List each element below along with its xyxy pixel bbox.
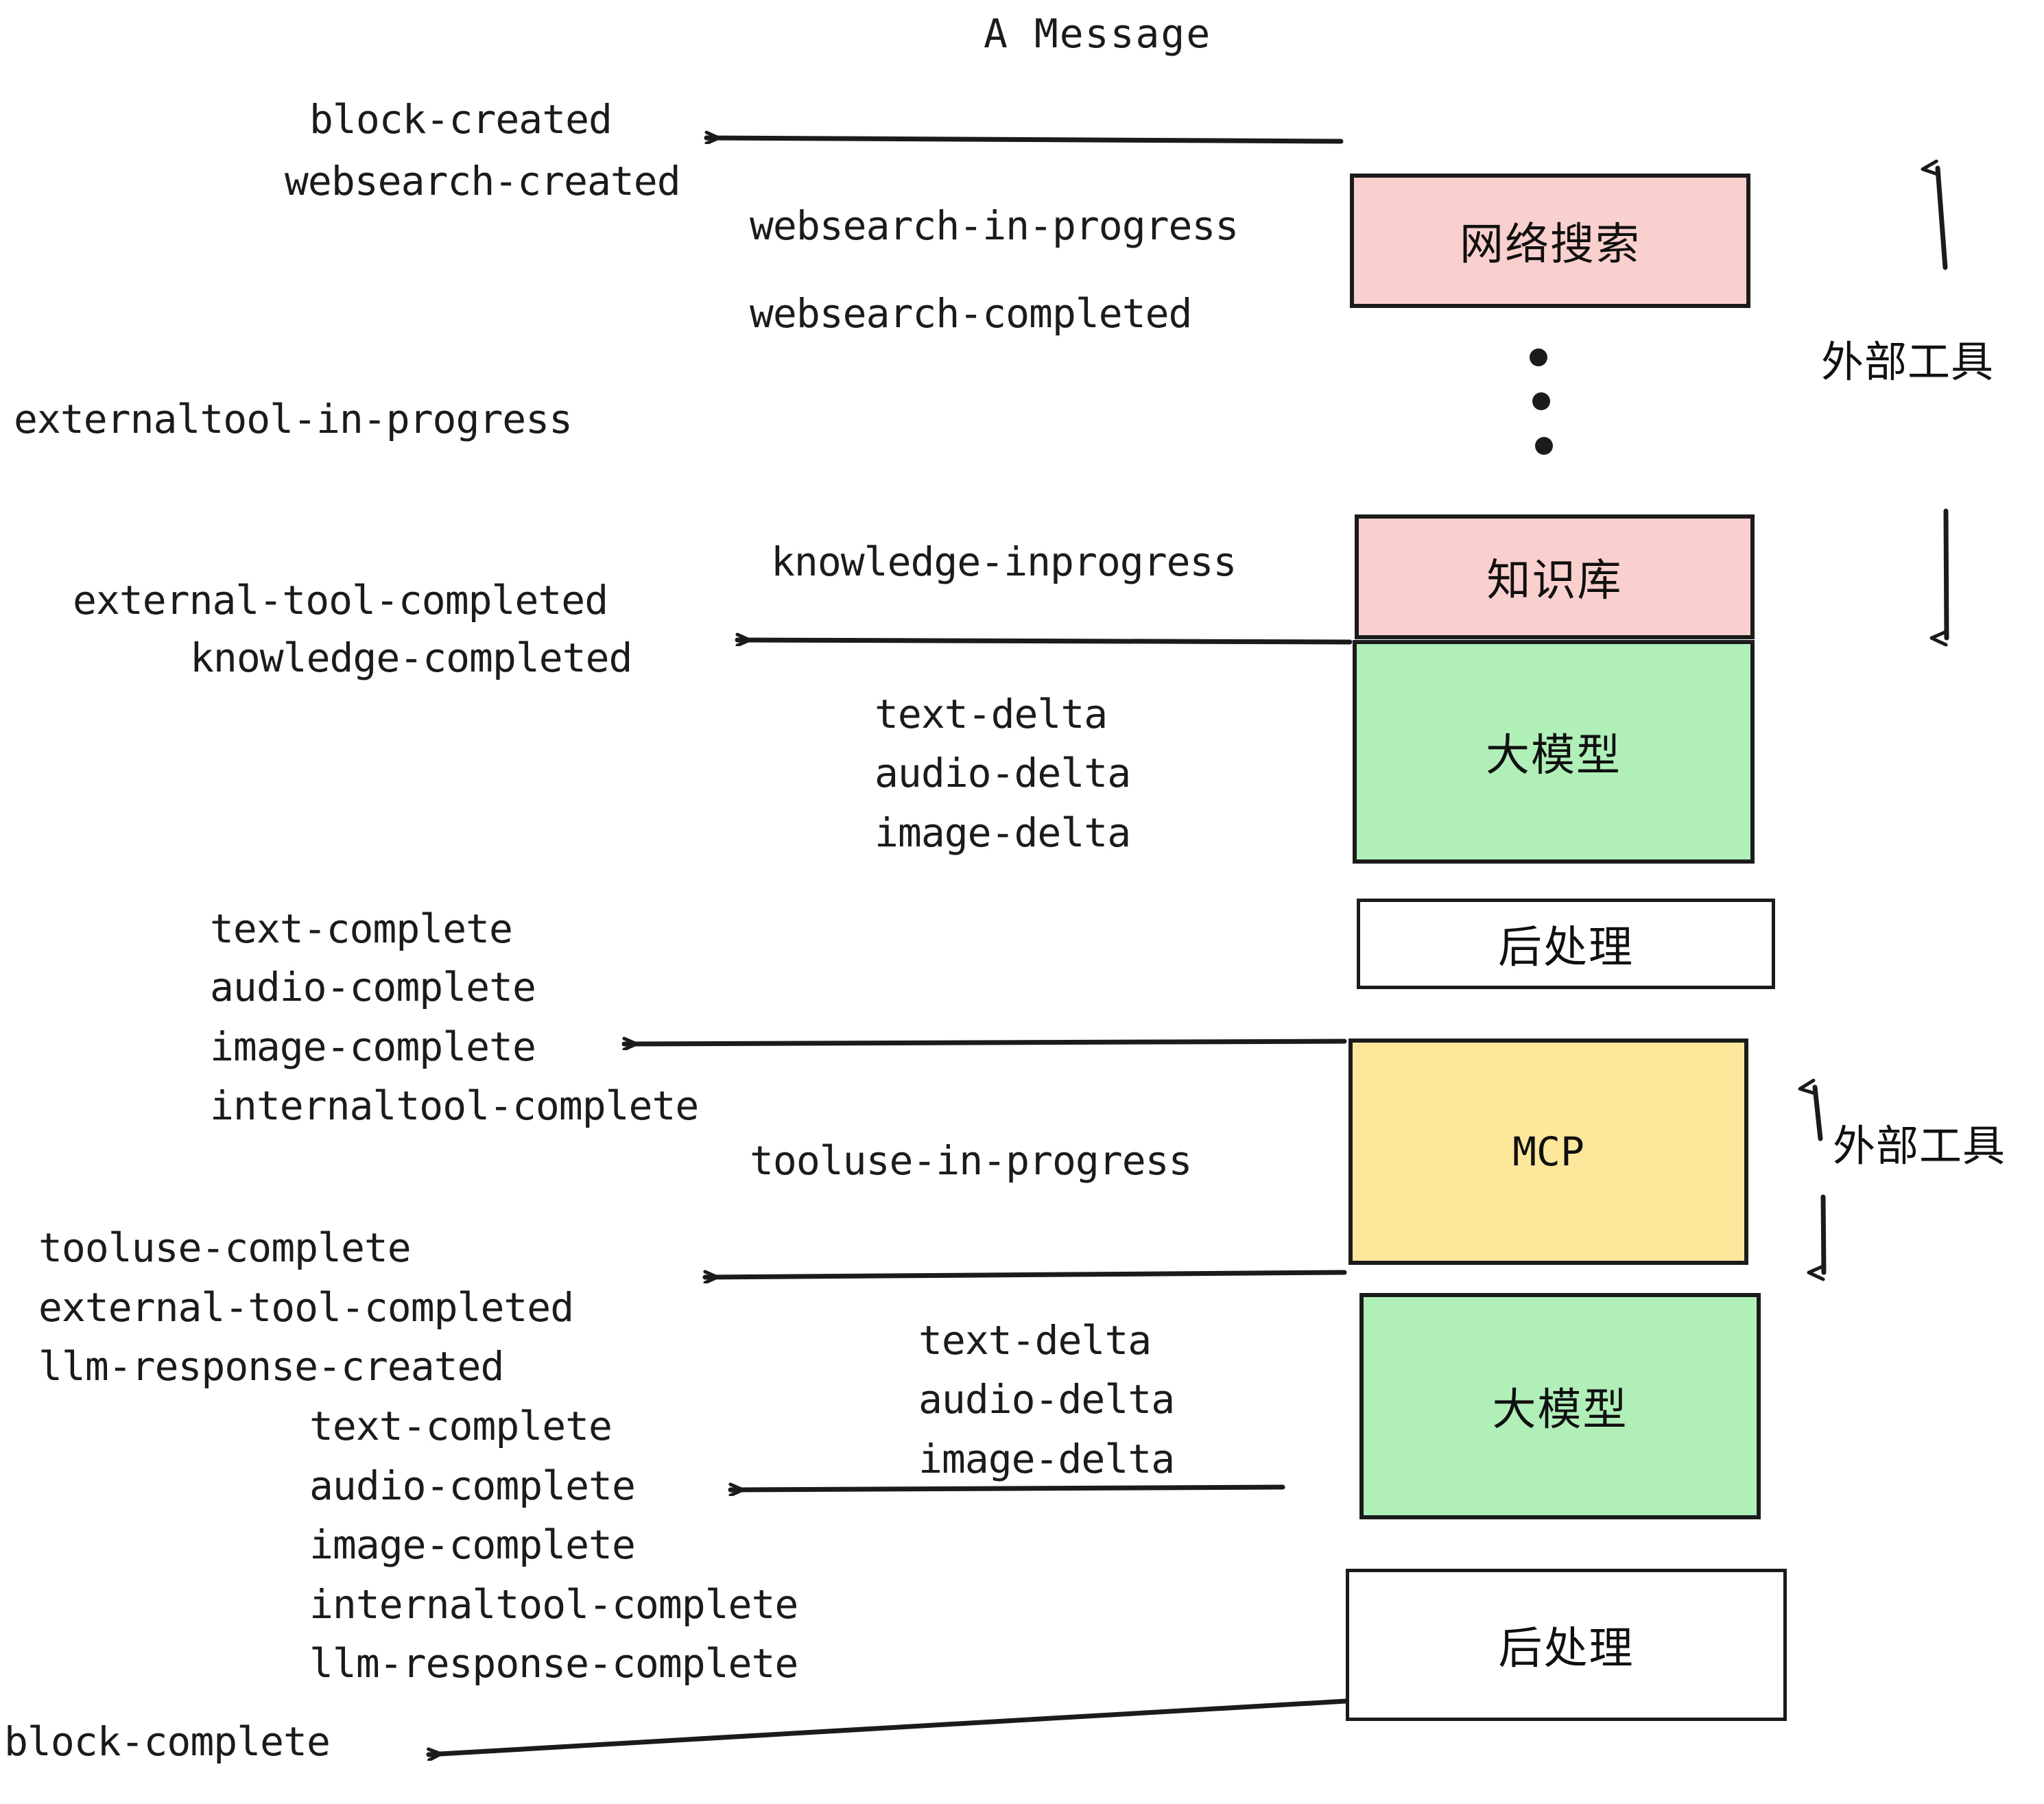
- event-label-tooluse-complete: tooluse-complete: [38, 1224, 412, 1271]
- arrow-external-tools-bottom-down: [1823, 1194, 1827, 1272]
- box-knowledge-label: 知识库: [1486, 556, 1623, 606]
- event-label-llm-response-created: llm-response-created: [38, 1343, 504, 1390]
- event-label-knowledge-inprogress: knowledge-inprogress: [771, 538, 1237, 585]
- event-label-text-complete-1: text-complete: [210, 905, 513, 952]
- box-post-2-label: 后处理: [1498, 1624, 1635, 1674]
- box-post-1-label: 后处理: [1498, 923, 1634, 973]
- box-mcp-label: MCP: [1512, 1128, 1584, 1175]
- arrow-mcp-to-tooluse-complete: [702, 1270, 1347, 1277]
- event-label-external-tool-completed-1: external-tool-completed: [73, 577, 608, 624]
- event-label-knowledge-completed: knowledge-completed: [190, 634, 632, 681]
- event-label-image-complete-2: image-complete: [309, 1521, 636, 1568]
- event-label-audio-delta-2: audio-delta: [918, 1376, 1175, 1423]
- event-label-block-complete: block-complete: [4, 1718, 331, 1765]
- event-label-externaltool-in-progress: externaltool-in-progress: [14, 396, 573, 442]
- event-label-tooluse-in-progress: tooluse-in-progress: [750, 1137, 1192, 1184]
- event-label-internaltool-complete-2: internaltool-complete: [309, 1581, 798, 1628]
- event-label-audio-complete-2: audio-complete: [309, 1462, 636, 1509]
- box-post-2[interactable]: 后处理: [1346, 1569, 1787, 1721]
- event-label-websearch-created: websearch-created: [285, 158, 681, 204]
- event-label-websearch-completed: websearch-completed: [750, 290, 1192, 337]
- box-mcp[interactable]: MCP: [1348, 1039, 1748, 1265]
- event-label-llm-response-complete: llm-response-complete: [309, 1640, 798, 1687]
- ellipsis-dot-2: [1532, 392, 1550, 410]
- event-label-image-delta-2: image-delta: [918, 1436, 1175, 1482]
- arrow-external-tools-top-up: [1938, 168, 1948, 270]
- arrow-external-tools-bottom-up: [1815, 1087, 1823, 1141]
- event-label-internaltool-complete-1: internaltool-complete: [210, 1082, 699, 1129]
- box-post-1[interactable]: 后处理: [1357, 899, 1775, 989]
- event-label-image-delta-1: image-delta: [875, 809, 1131, 856]
- event-label-audio-delta-1: audio-delta: [875, 750, 1131, 796]
- box-websearch[interactable]: 网络搜索: [1350, 174, 1750, 308]
- box-llm-1-label: 大模型: [1486, 731, 1621, 781]
- ellipsis-dot-1: [1530, 348, 1547, 366]
- event-label-text-complete-2: text-complete: [309, 1403, 613, 1449]
- box-llm-1[interactable]: 大模型: [1353, 640, 1755, 864]
- event-label-websearch-in-progress: websearch-in-progress: [750, 202, 1239, 249]
- event-label-external-tool-completed-2: external-tool-completed: [38, 1284, 574, 1331]
- ellipsis-dot-3: [1535, 437, 1553, 455]
- box-knowledge[interactable]: 知识库: [1355, 514, 1755, 639]
- side-label-external-tools-bottom: 外部工具: [1833, 1121, 2006, 1171]
- arrow-external-tools-top-down: [1946, 508, 1949, 638]
- arrow-websearch-to-block-created: [704, 138, 1344, 141]
- box-websearch-label: 网络搜索: [1460, 219, 1641, 270]
- event-label-image-complete-1: image-complete: [210, 1023, 536, 1070]
- arrow-llm1-to-image-complete: [621, 1041, 1347, 1044]
- box-llm-2-label: 大模型: [1492, 1385, 1628, 1436]
- event-label-block-created: block-created: [309, 96, 613, 143]
- event-label-text-delta-2: text-delta: [918, 1317, 1152, 1364]
- event-label-audio-complete-1: audio-complete: [210, 964, 536, 1010]
- event-label-text-delta-1: text-delta: [875, 691, 1108, 737]
- arrow-post2-to-block-complete: [426, 1698, 1348, 1755]
- box-llm-2[interactable]: 大模型: [1359, 1293, 1761, 1519]
- page-title: A Message: [984, 10, 1212, 57]
- side-label-external-tools-top: 外部工具: [1821, 337, 1995, 387]
- arrow-knowledge-to-knowledge-completed: [735, 640, 1353, 642]
- arrow-llm2-to-audio-complete: [728, 1487, 1285, 1490]
